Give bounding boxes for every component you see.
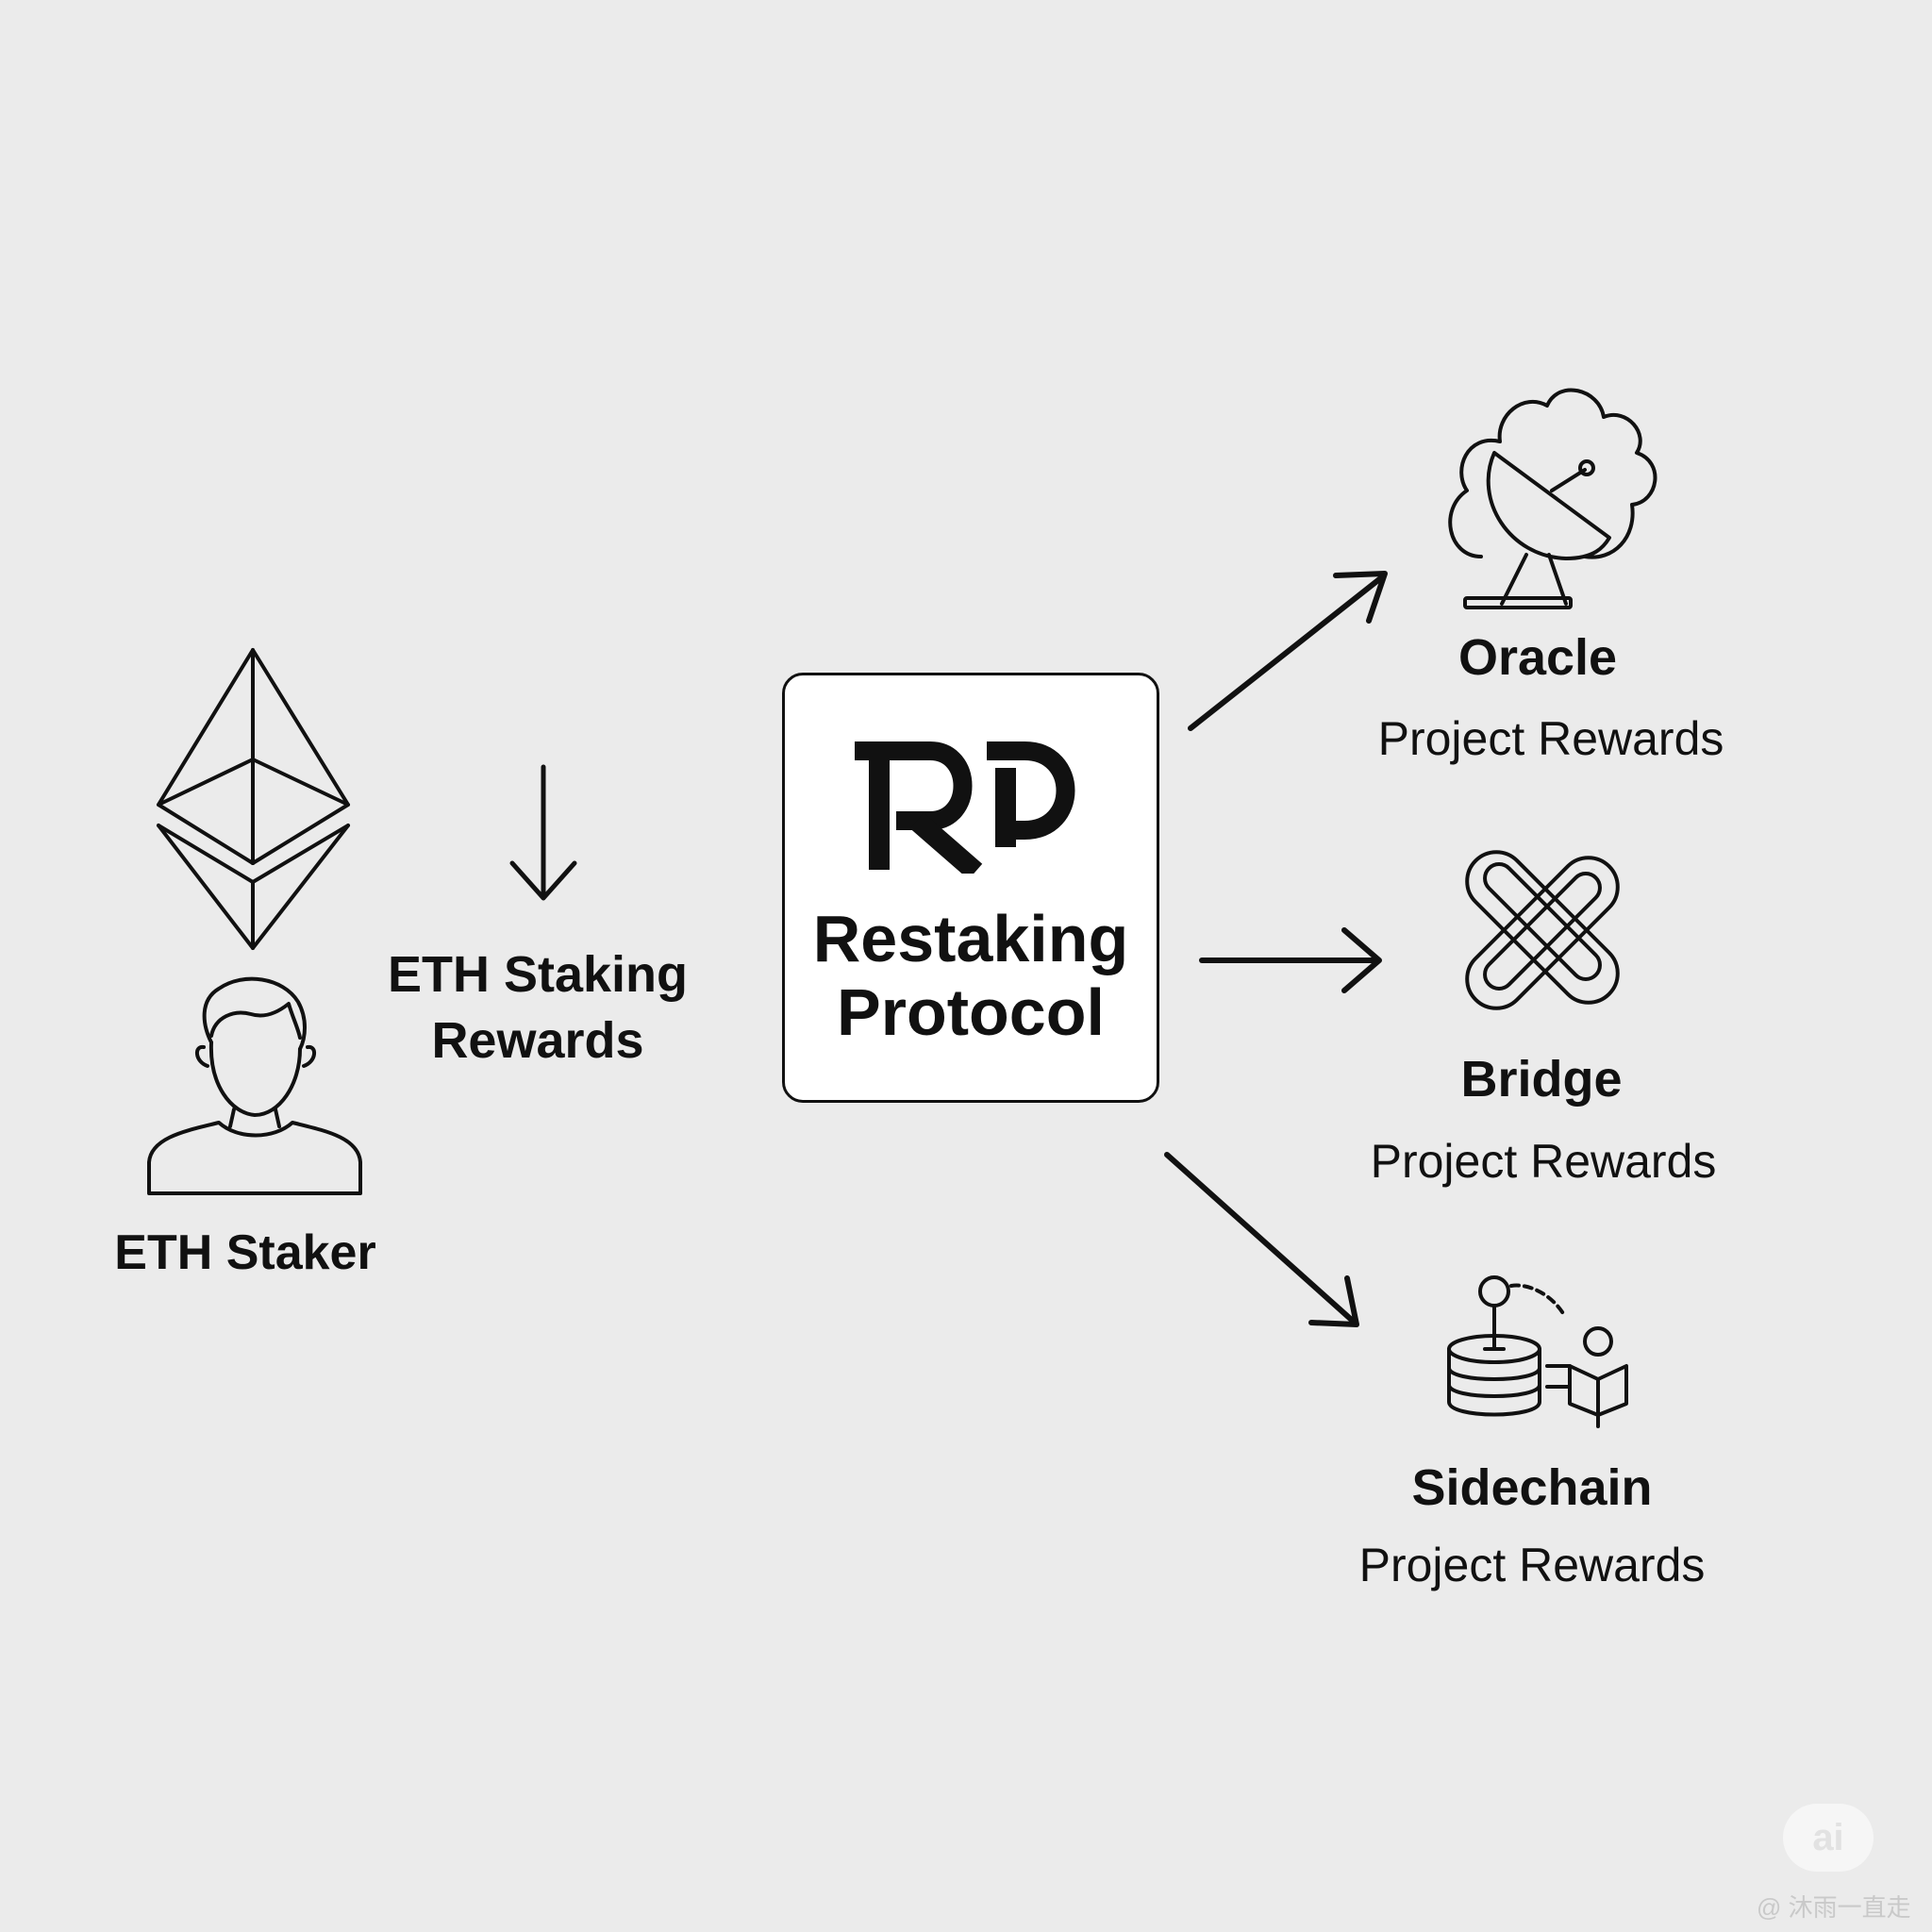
oracle-subtitle: Project Rewards xyxy=(1377,712,1724,765)
sidechain-subtitle: Project Rewards xyxy=(1358,1539,1706,1591)
restaking-protocol-line1: Restaking xyxy=(812,902,1129,975)
satellite-dish-cloud-icon xyxy=(1448,388,1657,609)
chain-links-icon xyxy=(1465,850,1620,1010)
oracle-title: Oracle xyxy=(1457,629,1618,686)
eth-staking-rewards-label: ETH Staking Rewards xyxy=(349,941,726,1074)
restaking-protocol-line2: Protocol xyxy=(837,975,1105,1049)
arrow-to-sidechain xyxy=(1164,1152,1359,1327)
watermark-text: @ 沐雨一直走 xyxy=(1757,1893,1911,1922)
bridge-title: Bridge xyxy=(1460,1051,1623,1108)
restaking-protocol-box: RP Restaking Protocol xyxy=(782,673,1159,1103)
down-arrow xyxy=(509,764,577,901)
rp-logo-icon: RP xyxy=(855,741,1075,874)
eth-staking-rewards-line1: ETH Staking xyxy=(387,946,689,1003)
eth-staking-rewards-line2: Rewards xyxy=(431,1012,644,1069)
database-network-icon xyxy=(1447,1275,1628,1428)
ethereum-icon xyxy=(157,648,350,950)
sidechain-title: Sidechain xyxy=(1411,1459,1653,1516)
ai-watermark-badge: ai xyxy=(1783,1804,1874,1872)
arrow-to-oracle xyxy=(1188,571,1388,731)
eth-staker-label: ETH Staker xyxy=(114,1225,376,1280)
person-icon xyxy=(147,976,362,1195)
bridge-subtitle: Project Rewards xyxy=(1370,1135,1717,1188)
arrow-to-bridge xyxy=(1199,927,1382,993)
restaking-protocol-title: Restaking Protocol xyxy=(785,902,1157,1049)
